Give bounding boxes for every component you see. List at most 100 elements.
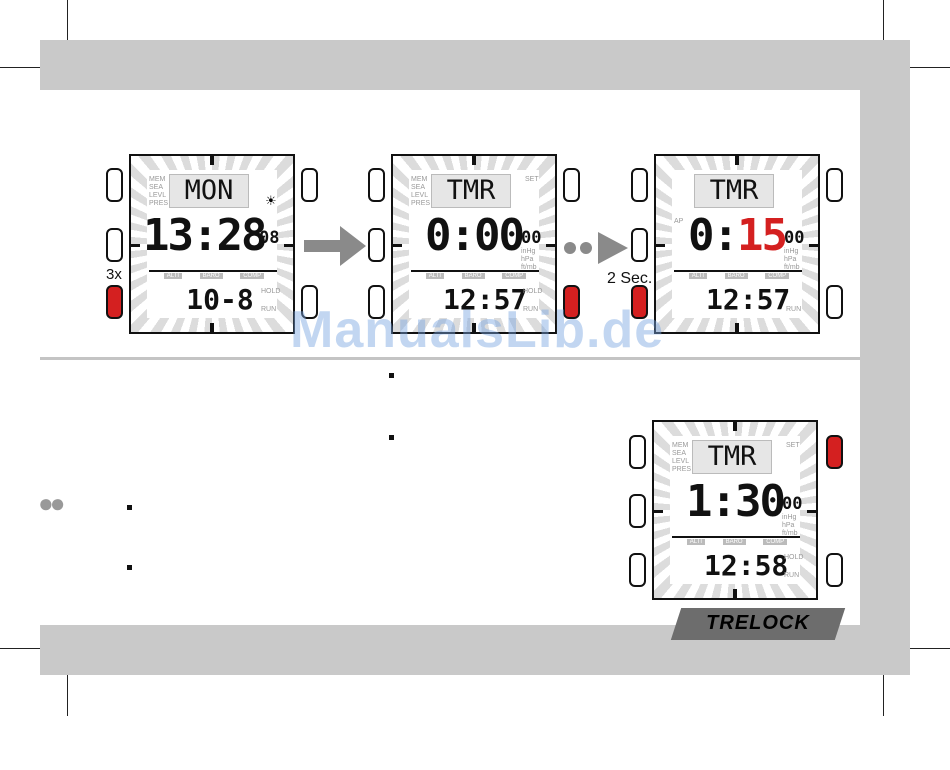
press-count-label: 3x [106, 266, 122, 283]
mode-display: TMR [431, 174, 511, 208]
set-label: SET [525, 176, 539, 183]
watch3-button-mid-left[interactable] [631, 228, 648, 262]
clock-display: 12:57 [706, 283, 791, 316]
set-label: SET [786, 442, 800, 449]
bezel-marker [656, 244, 665, 247]
hold-label: HOLD [523, 288, 543, 295]
timer-display: 0:00 [425, 210, 525, 261]
bezel-marker [809, 244, 818, 247]
hold-label: HOLD [784, 554, 804, 561]
clock-display: 12:58 [704, 549, 789, 582]
crop-mark [883, 668, 884, 716]
watch2-button-top-left[interactable] [368, 168, 385, 202]
run-label: RUN [523, 306, 539, 313]
watch1-button-top-right[interactable] [301, 168, 318, 202]
run-label: RUN [786, 306, 802, 313]
arrow-right-icon [304, 226, 366, 266]
bezel-marker [733, 422, 737, 431]
seconds-display: 00 [782, 494, 803, 514]
crop-mark [904, 67, 950, 68]
bezel-marker [546, 244, 555, 247]
mode-display: TMR [694, 174, 774, 208]
watch4-button-top-left[interactable] [629, 435, 646, 469]
day-display: MON [169, 174, 249, 208]
run-label: RUN [784, 572, 800, 579]
seconds-display: 08 [259, 228, 280, 248]
bullet-point [389, 435, 394, 440]
watch3-button-top-left[interactable] [631, 168, 648, 202]
time-display: 13:28 [143, 210, 267, 261]
date-display: 10-8 [186, 283, 254, 316]
brand-logo: TRELOCK [706, 612, 810, 634]
bezel-marker [735, 156, 739, 165]
watch1-button-bottom-left[interactable] [106, 285, 123, 319]
lcd-divider [674, 270, 802, 272]
watch4-button-top-right[interactable] [826, 435, 843, 469]
crop-mark [0, 67, 46, 68]
bezel-marker [393, 244, 402, 247]
dots-icon: ●● [38, 488, 65, 518]
watch2-button-bottom-left[interactable] [368, 285, 385, 319]
lcd-divider [149, 270, 277, 272]
lcd-divider [411, 270, 539, 272]
bullet-point [389, 373, 394, 378]
watch3-button-bottom-right[interactable] [826, 285, 843, 319]
bezel-marker [735, 323, 739, 332]
bullet-point [127, 565, 132, 570]
bezel-marker [210, 323, 214, 332]
timer-display: 0:15 [688, 210, 788, 261]
hold-label: HOLD [261, 288, 281, 295]
watch2-button-top-right[interactable] [563, 168, 580, 202]
seconds-display: 00 [784, 228, 805, 248]
watch1-button-bottom-right[interactable] [301, 285, 318, 319]
bezel-marker [733, 589, 737, 598]
watch3-button-bottom-left[interactable] [631, 285, 648, 319]
watch4-button-bottom-right[interactable] [826, 553, 843, 587]
run-label: RUN [261, 306, 277, 313]
crop-mark [67, 0, 68, 46]
right-band [860, 40, 910, 675]
crop-mark [904, 648, 950, 649]
watch2-button-bottom-right[interactable] [563, 285, 580, 319]
watch1-button-mid-left[interactable] [106, 228, 123, 262]
dots-arrow-icon [564, 232, 628, 264]
watch2-button-mid-left[interactable] [368, 228, 385, 262]
bezel-marker [131, 244, 140, 247]
bullet-point [127, 505, 132, 510]
watch1-button-top-left[interactable] [106, 168, 123, 202]
crop-mark [883, 0, 884, 46]
bezel-marker [210, 156, 214, 165]
watch3-button-top-right[interactable] [826, 168, 843, 202]
watermark: ManualsLib.de [290, 301, 665, 359]
seconds-display: 00 [521, 228, 542, 248]
crop-mark [0, 648, 46, 649]
clock-display: 12:57 [443, 283, 528, 316]
watch4-button-mid-left[interactable] [629, 494, 646, 528]
bezel-marker [654, 510, 663, 513]
bezel-marker [472, 323, 476, 332]
timer-minutes-highlight: 15 [737, 210, 788, 261]
timer-display: 1:30 [686, 476, 786, 527]
bezel-marker [807, 510, 816, 513]
bezel-marker [472, 156, 476, 165]
bezel-marker [284, 244, 293, 247]
watch4-button-bottom-left[interactable] [629, 553, 646, 587]
hold-duration-label: 2 Sec. [607, 270, 653, 287]
mode-display: TMR [692, 440, 772, 474]
top-band [40, 40, 910, 90]
sun-icon: ☀ [265, 193, 277, 208]
